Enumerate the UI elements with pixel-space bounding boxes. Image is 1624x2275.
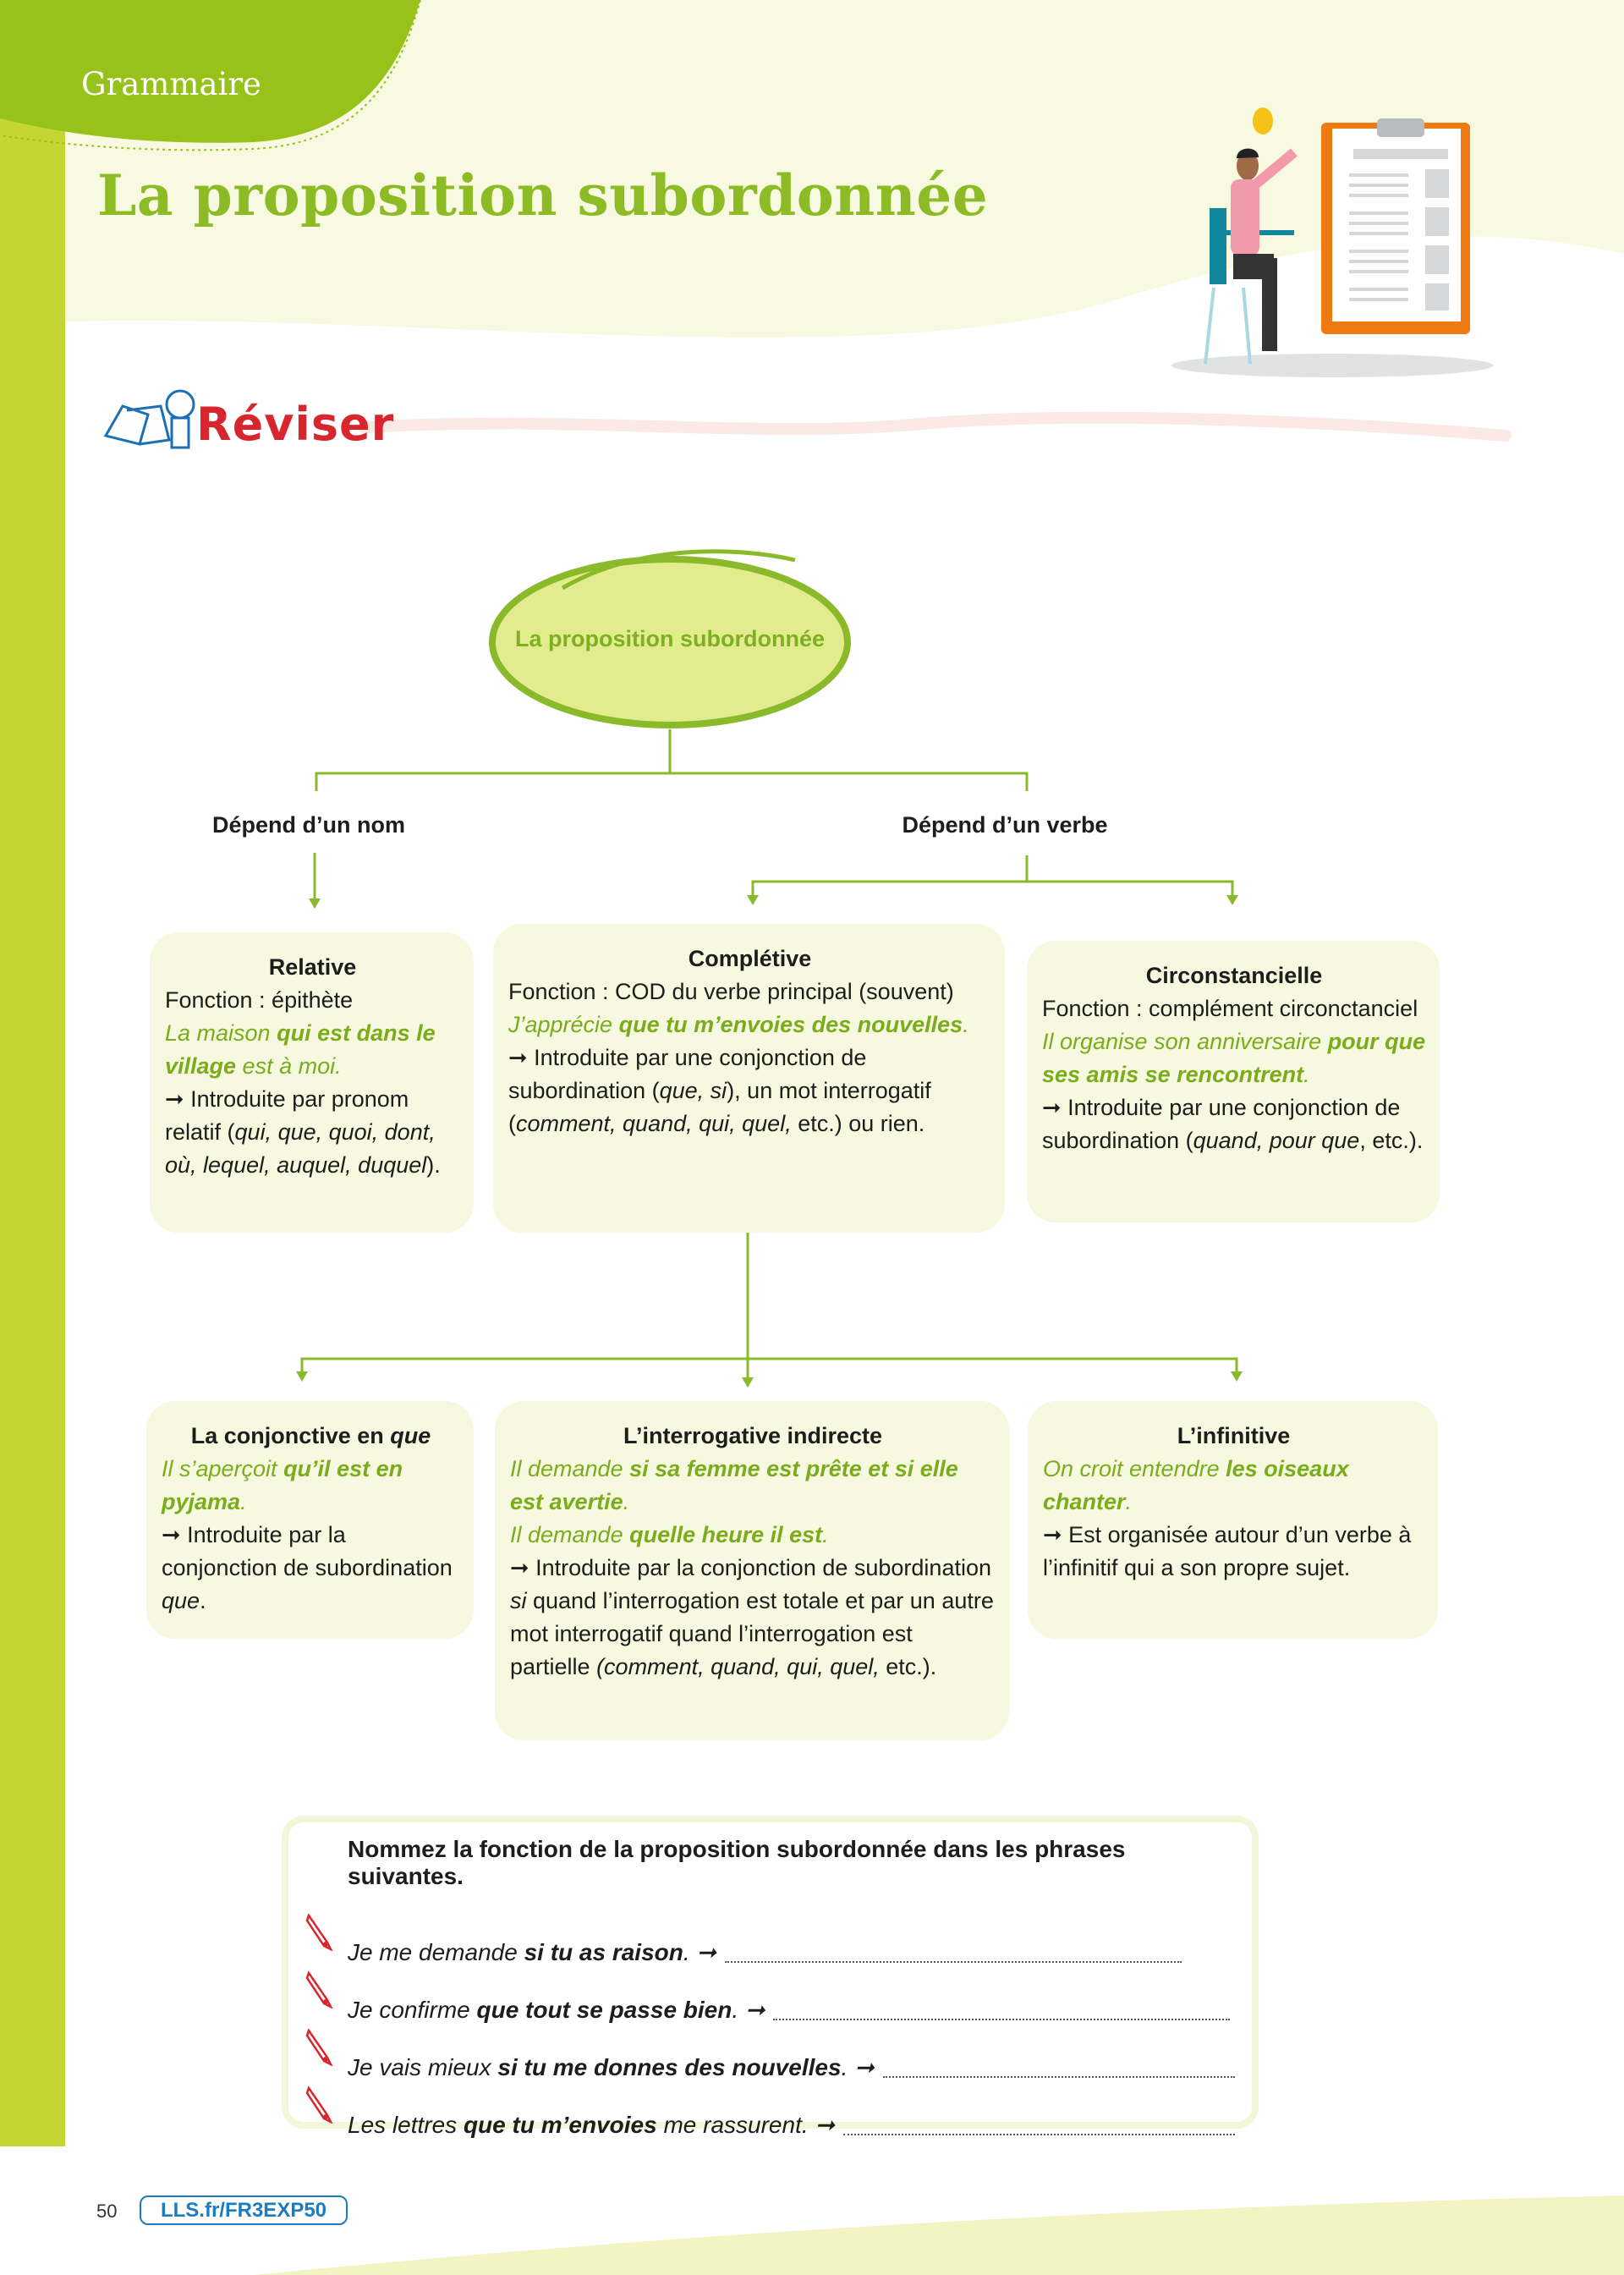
text-segment: . ➞ [683, 1939, 716, 1965]
text-segment: Fonction : complément circonc­tanciel [1042, 996, 1418, 1021]
exercise-item: Je me demande si tu as raison. ➞ [305, 1912, 1235, 1970]
page-title: La proposition subordonnée [97, 162, 989, 228]
text-segment: . ➞ [732, 1997, 765, 2023]
box-interrogative-indirecte: L’interrogative indirecte Il demande si s… [495, 1401, 1009, 1740]
box-title: L’interrogative indirecte [623, 1423, 883, 1448]
text-segment: . [1125, 1489, 1133, 1514]
text-segment: J’apprécie [508, 1012, 619, 1037]
text-segment: si sa femme est prête et si elle est ave… [510, 1456, 958, 1514]
text-segment: que [162, 1588, 200, 1613]
text-segment: . [1303, 1062, 1310, 1087]
exercise-sentence: Je confirme que tout se passe bien. ➞ [348, 1993, 765, 2027]
box-title: La conjonctive en que [190, 1423, 431, 1448]
box-title: Circonstancielle [1145, 963, 1323, 988]
text-segment: ➞ Introduite par une conjonction de subo… [1042, 1095, 1401, 1153]
text-segment: quand l’interrogation est totale et par … [510, 1588, 994, 1679]
text-segment: . [623, 1489, 630, 1514]
branch-verb: Dépend d’un verbe [902, 812, 1108, 838]
text-segment: (comment, quand, qui, quel, [596, 1654, 880, 1679]
box-conjonctive: La conjonctive en que Il s’aperçoit qu’il… [146, 1401, 474, 1639]
pen-icon [305, 1913, 333, 1951]
text-segment: qu’il est en pyjama [162, 1456, 403, 1514]
text-segment: Il demande [510, 1522, 630, 1547]
pen-icon [305, 2085, 333, 2124]
text-segment: que tu m’envoies [463, 2112, 657, 2138]
exercise-instruction: Nommez la fonction de la proposition sub… [348, 1836, 1126, 1889]
box-infinitive: L’infinitive On croit entendre les oiseau… [1028, 1401, 1438, 1639]
text-segment: est à moi. [236, 1053, 342, 1079]
exercise-box: Nommez la fonction de la proposition sub… [282, 1816, 1259, 2138]
text-segment: qui, que, quoi, dont, où, lequel, auquel… [165, 1119, 436, 1178]
student-clipboard-illustration [1171, 107, 1493, 377]
text-segment: , etc.). [1359, 1128, 1424, 1153]
text-segment: quelle heure il est [629, 1522, 823, 1547]
pen-icon [305, 2028, 333, 2066]
box-title: L’infinitive [1177, 1423, 1291, 1448]
answer-blank[interactable] [882, 2076, 1235, 2078]
text-segment: Fonction : épithète [165, 987, 354, 1013]
resource-link[interactable]: LLS.fr/FR3EXP50 [140, 2195, 348, 2225]
box-title: Relative [268, 954, 357, 980]
text-segment: . ➞ [841, 2054, 875, 2080]
root-concept: La proposition subordonnée [515, 626, 825, 651]
text-segment: ). [426, 1152, 441, 1178]
text-segment: . [240, 1489, 247, 1514]
text-segment: qui est dans le village [165, 1020, 436, 1079]
text-segment: ), un mot interroga­tif ( [508, 1078, 931, 1136]
text-segment: Les lettres [348, 2112, 464, 2138]
text-segment: . [200, 1588, 206, 1613]
answer-blank[interactable] [724, 1961, 1182, 1963]
page-number: 50 [96, 2201, 118, 2222]
chapter-label: Grammaire [81, 66, 261, 102]
text-segment: pour que ses amis se rencontrent [1042, 1029, 1426, 1087]
answer-blank[interactable] [773, 2019, 1231, 2020]
reviser-book-bulb-icon [103, 389, 195, 449]
branch-noun: Dépend d’un nom [212, 812, 405, 838]
text-segment: On croit entendre [1043, 1456, 1226, 1481]
text-segment: . [963, 1012, 969, 1037]
box-title: Complétive [688, 946, 812, 971]
section-heading: Réviser [196, 398, 395, 451]
text-segment: que, si [659, 1078, 727, 1103]
text-segment: Il demande [510, 1456, 630, 1481]
text-segment: si [510, 1588, 527, 1613]
exercise-sentence: Je me demande si tu as raison. ➞ [348, 1936, 716, 1970]
pen-icon [305, 1970, 333, 2008]
text-segment: comment, quand, qui, quel, [516, 1111, 792, 1136]
text-segment: La maison [165, 1020, 277, 1046]
text-segment: ➞ Introduite par la conjonction de subor… [510, 1555, 991, 1580]
exercise-sentence: Je vais mieux si tu me donnes des nouvel… [348, 2051, 875, 2085]
text-segment: si tu as raison [524, 1939, 683, 1965]
exercise-item: Je confirme que tout se passe bien. ➞ [305, 1970, 1235, 2027]
exercise-item: Les lettres que tu m’envoies me rassuren… [305, 2085, 1235, 2142]
text-segment: Je me demande [348, 1939, 524, 1965]
text-segment: ➞ Introduite par la conjonction de subor… [162, 1522, 453, 1580]
text-segment: Je confirme [348, 1997, 477, 2023]
text-segment: me rassurent. ➞ [656, 2112, 835, 2138]
text-segment: ➞ Est organisée autour d’un verbe à l’in… [1043, 1522, 1412, 1580]
text-segment: etc.) ou rien. [791, 1111, 925, 1136]
text-segment: que tu m’envoies des nouvelles [618, 1012, 963, 1037]
text-segment: . [822, 1522, 829, 1547]
root-ellipse [489, 549, 851, 728]
exercise-item: Je vais mieux si tu me donnes des nouvel… [305, 2027, 1235, 2085]
text-segment: Fonction : COD du verbe principal (souve… [508, 979, 954, 1004]
text-segment: Il organise son anniversaire [1042, 1029, 1328, 1054]
text-segment: Il s’aperçoit [162, 1456, 284, 1481]
text-segment: ➞ Introduite par une conjonction de subo… [508, 1045, 867, 1103]
text-segment: etc.). [879, 1654, 937, 1679]
text-segment: les oiseaux chanter [1043, 1456, 1349, 1514]
text-segment: si tu me donnes des nouvelles [497, 2054, 842, 2080]
text-segment: ➞ Introduite par pronom relatif ( [165, 1086, 409, 1145]
exercise-sentence: Les lettres que tu m’envoies me rassuren… [348, 2108, 835, 2142]
text-segment: Je vais mieux [348, 2054, 498, 2080]
text-segment: quand, pour que [1193, 1128, 1360, 1153]
answer-blank[interactable] [842, 2134, 1235, 2135]
text-segment: que tout se passe bien [476, 1997, 732, 2023]
